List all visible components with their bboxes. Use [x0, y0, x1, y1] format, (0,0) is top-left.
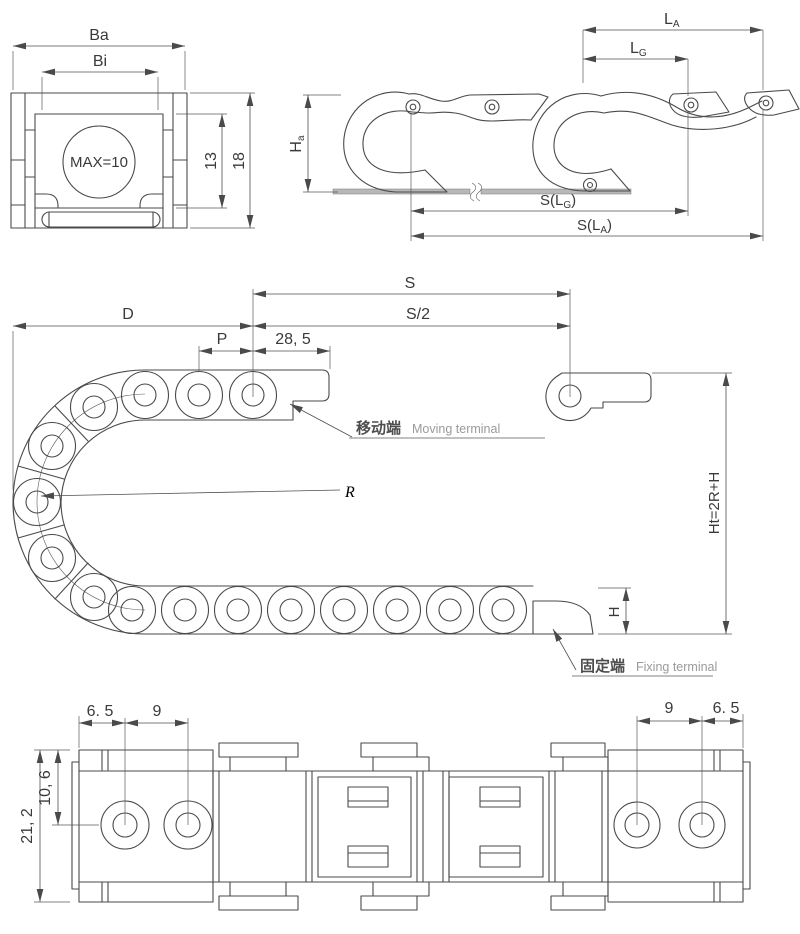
bracket-bar-long-top: [600, 91, 763, 118]
crossbar-slot: [347, 786, 389, 808]
dim-s: S: [405, 275, 416, 292]
moving-terminal-label-zh: 移动端: [356, 419, 401, 437]
dim-6-5-right: 6. 5: [713, 700, 740, 717]
baseline-bar-right: [480, 188, 632, 195]
dim-p: P: [217, 331, 228, 348]
moving-terminal-label-en: Moving terminal: [412, 422, 500, 436]
dim-13: 13: [203, 152, 220, 170]
fixing-terminal-label-zh: 固定端: [580, 657, 625, 675]
dim-28-5: 28, 5: [275, 331, 311, 348]
break-symbol: [469, 182, 477, 202]
section-dimensions: Ba Bi 13 18: [12, 27, 255, 229]
end-bracket-at-stroke: [545, 372, 652, 422]
moving-terminal-callout: 移动端 Moving terminal: [289, 403, 545, 439]
dim-ha: Ha: [288, 135, 307, 153]
dim-la: LA: [664, 11, 680, 30]
dim-r: R: [344, 484, 355, 501]
chain-links: [12, 370, 528, 635]
dim-s-la: S(LA): [577, 217, 612, 236]
dim-9-left: 9: [153, 703, 162, 720]
dim-ba: Ba: [89, 27, 109, 44]
pivot-hole: [405, 99, 421, 115]
chain-loop-left: [343, 91, 549, 193]
left-bracket: [71, 749, 214, 903]
dim-d: D: [122, 306, 134, 323]
end-view-dimensions: LA LG Ha S(LG) S(LA): [288, 11, 764, 241]
top-view: 6. 5 9 21, 2 10, 6 9 6. 5: [19, 700, 751, 911]
chain-bend: [12, 369, 146, 635]
fixing-terminal-callout: 固定端 Fixing terminal: [552, 628, 717, 677]
dim-bi: Bi: [93, 53, 107, 70]
side-view-dimensions: S D S/2 P 28, 5 R Ht=2R+H H: [12, 275, 732, 635]
cable-capacity-circle: [62, 125, 136, 199]
top-view-dimensions: 6. 5 9 21, 2 10, 6 9 6. 5: [19, 700, 744, 903]
cross-section-view: MAX=10 Ba Bi 13 18: [10, 27, 255, 229]
bottom-crossbar: [41, 211, 161, 228]
dim-10-6: 10, 6: [37, 770, 54, 806]
bracket-bar-short: [408, 93, 549, 122]
chain-loop-right: [532, 89, 800, 193]
dim-s-lg: S(LG): [540, 192, 576, 211]
side-view: S D S/2 P 28, 5 R Ht=2R+H H 移动端: [12, 275, 732, 677]
dim-6-5-left: 6. 5: [87, 703, 114, 720]
cable-max-label: MAX=10: [70, 154, 128, 171]
moving-terminal-bracket: [144, 369, 330, 421]
dim-21-2: 21, 2: [19, 808, 36, 844]
dim-9-right: 9: [665, 700, 674, 717]
mount-hole: [484, 99, 500, 115]
crossbar-slot: [479, 786, 521, 808]
link-body-2: [448, 776, 544, 878]
upper-run: [144, 369, 330, 421]
crossbar-slot: [347, 845, 389, 868]
dim-ht: Ht=2R+H: [706, 472, 723, 535]
section-side-plates: [10, 92, 188, 229]
link-body-1: [317, 776, 412, 878]
dim-h: H: [606, 607, 623, 618]
crossbar-slot: [479, 845, 521, 868]
fixing-terminal-bracket: [532, 600, 594, 635]
right-bracket: [607, 749, 751, 903]
end-connection-view: LA LG Ha S(LG) S(LA): [288, 11, 800, 241]
mount-tab-lg: [668, 91, 730, 118]
section-bottom-details: [34, 193, 164, 228]
bracket-bar-long-bottom: [603, 110, 757, 130]
mount-tab-la: [744, 89, 800, 116]
dim-18: 18: [231, 152, 248, 170]
radius-leader: [40, 489, 341, 500]
chain-band: [212, 742, 609, 911]
fixing-terminal-label-en: Fixing terminal: [636, 660, 717, 674]
lower-run: [144, 585, 594, 635]
foot-hole: [582, 177, 598, 193]
dim-s-half: S/2: [406, 306, 430, 323]
dim-lg: LG: [630, 40, 647, 59]
hinge-tabs: [218, 742, 609, 911]
pitch-centerline: [36, 393, 146, 611]
